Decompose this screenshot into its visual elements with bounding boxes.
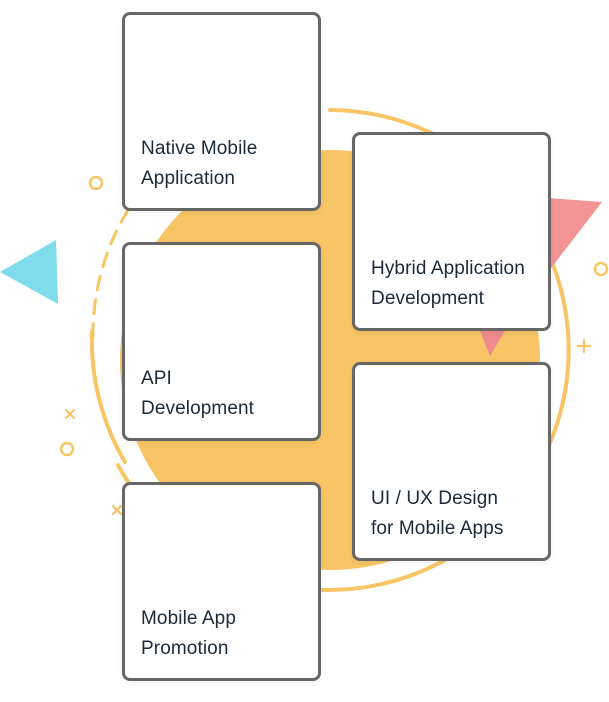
service-card-label: Hybrid Application Development — [371, 258, 525, 309]
service-card-mobile-app-promotion[interactable]: Mobile App Promotion — [122, 482, 321, 681]
cyan-triangle-icon — [0, 240, 58, 304]
service-card-hybrid-application[interactable]: Hybrid Application Development — [352, 132, 551, 331]
pink-triangle-icon — [548, 198, 602, 272]
plus-icon — [576, 338, 592, 354]
service-card-label: UI / UX Design for Mobile Apps — [371, 488, 504, 539]
outer-ring-left — [89, 330, 127, 464]
circle-outline-icon — [59, 441, 75, 457]
service-card-label: API Development — [141, 368, 255, 419]
cross-icon — [64, 408, 76, 420]
service-card-native-mobile[interactable]: Native Mobile Application — [122, 12, 321, 211]
service-card-label: Native Mobile Application — [141, 138, 258, 189]
circle-outline-icon — [593, 261, 609, 277]
service-card-ui-ux-design[interactable]: UI / UX Design for Mobile Apps — [352, 362, 551, 561]
service-card-api-development[interactable]: API Development — [122, 242, 321, 441]
circle-outline-icon — [88, 175, 104, 191]
service-card-label: Mobile App Promotion — [141, 608, 237, 659]
cross-icon — [111, 504, 123, 516]
